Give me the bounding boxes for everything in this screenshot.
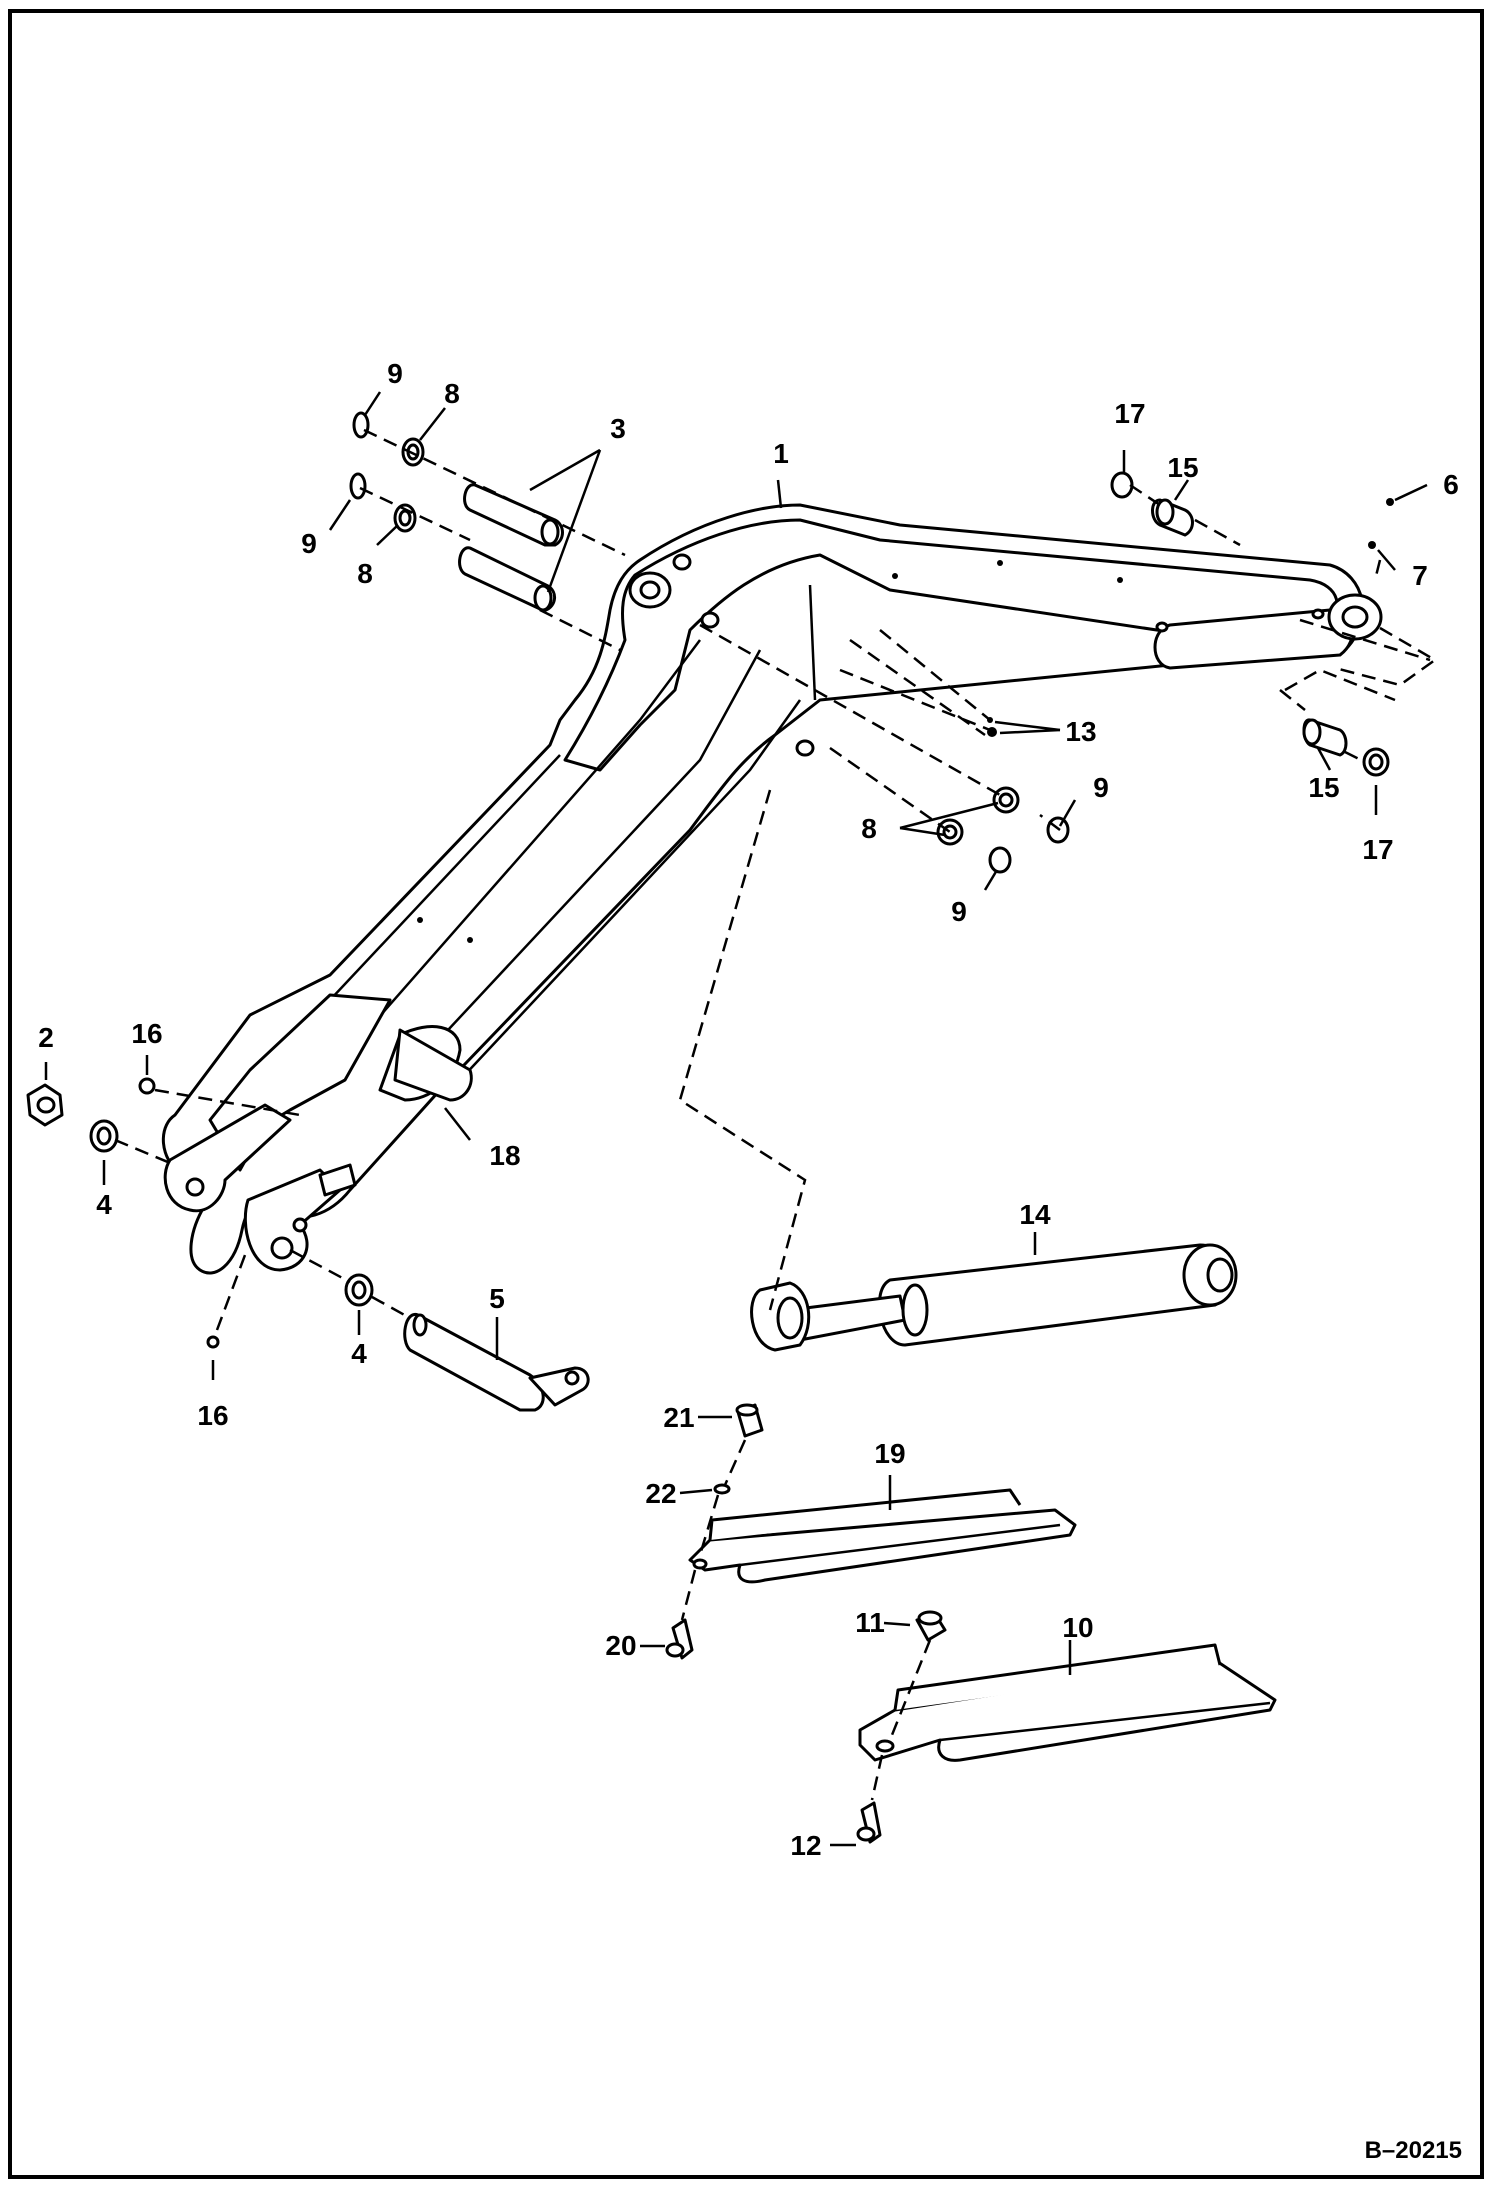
callout-16-top: 16 — [131, 1018, 162, 1049]
callout-9-right: 9 — [1093, 772, 1109, 803]
callout-18: 18 — [489, 1140, 520, 1171]
figure-code: B–20215 — [1365, 2137, 1462, 2164]
callout-3: 3 — [610, 413, 626, 444]
callout-1: 1 — [773, 438, 789, 469]
washers-top-left — [349, 411, 425, 533]
o-ring-9-upper — [352, 411, 370, 439]
hose-guards — [665, 1403, 1277, 1844]
washers-right — [936, 786, 1070, 874]
callout-2: 2 — [38, 1022, 54, 1053]
callout-12: 12 — [790, 1830, 821, 1861]
callout-17-top: 17 — [1114, 398, 1145, 429]
callout-5: 5 — [489, 1283, 505, 1314]
assembly-lines — [114, 428, 1438, 1801]
callout-8-lower: 8 — [357, 558, 373, 589]
callout-7: 7 — [1412, 560, 1428, 591]
callout-22: 22 — [645, 1478, 676, 1509]
callout-labels: 1 2 3 4 4 5 6 7 8 8 8 9 9 9 9 10 11 12 1… — [38, 358, 1459, 1861]
callout-9-lower: 9 — [301, 528, 317, 559]
callout-9-bottom: 9 — [951, 896, 967, 927]
callout-11: 11 — [855, 1607, 885, 1638]
callout-8-upper: 8 — [444, 378, 460, 409]
callout-14: 14 — [1019, 1199, 1051, 1230]
callout-4-left: 4 — [96, 1189, 112, 1220]
callout-17-bottom: 17 — [1362, 834, 1393, 865]
callout-20: 20 — [605, 1630, 636, 1661]
callout-9-upper: 9 — [387, 358, 403, 389]
callout-13: 13 — [1065, 716, 1096, 747]
boom-arm — [161, 503, 1383, 1275]
callout-16-bottom: 16 — [197, 1400, 228, 1431]
leader-lines — [44, 391, 1428, 1847]
o-ring-9-lower — [349, 472, 367, 500]
callout-15-bottom: 15 — [1308, 772, 1339, 803]
callout-4-right: 4 — [351, 1338, 367, 1369]
fork-hardware — [26, 1028, 590, 1412]
boom-cylinder — [750, 1243, 1238, 1352]
callout-19: 19 — [874, 1438, 905, 1469]
callout-8-right: 8 — [861, 813, 877, 844]
callout-6: 6 — [1443, 469, 1459, 500]
foot-bushings — [1110, 471, 1394, 777]
callout-15-top: 15 — [1167, 452, 1198, 483]
boom-pins — [458, 483, 564, 612]
callout-21: 21 — [663, 1402, 694, 1433]
callout-10: 10 — [1062, 1612, 1093, 1643]
drawing-frame — [8, 9, 1484, 2179]
